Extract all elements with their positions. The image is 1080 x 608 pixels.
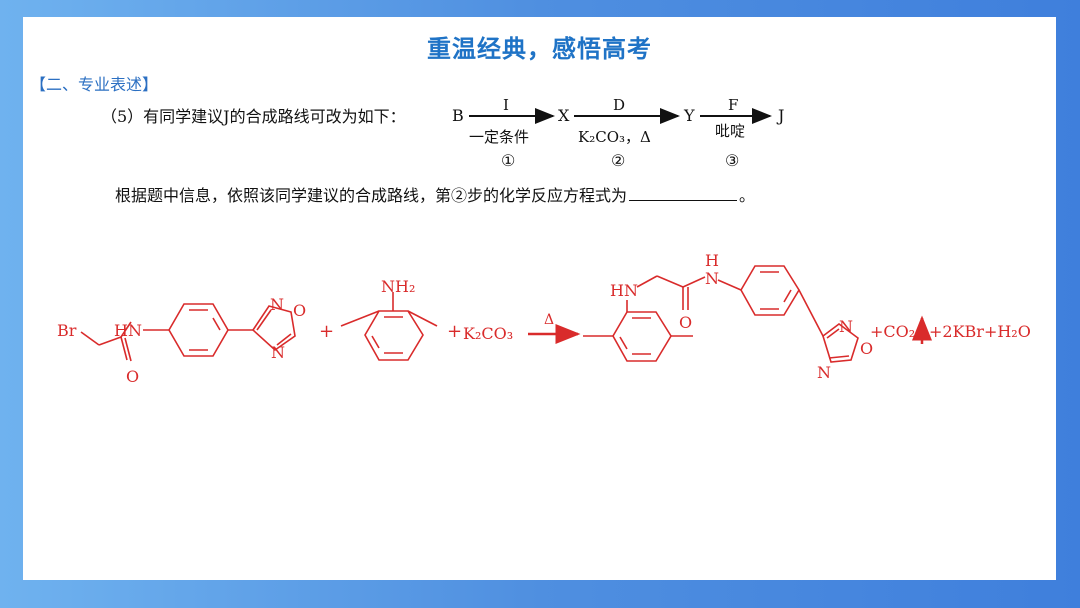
answer-blank bbox=[629, 186, 738, 201]
p-atom-n2: N bbox=[817, 363, 831, 382]
step1-number: ① bbox=[501, 151, 515, 167]
step2-condition: K₂CO₃，Δ bbox=[578, 128, 651, 146]
step1-reagent: I bbox=[503, 96, 509, 114]
p-atom-n1: N bbox=[839, 317, 853, 336]
question-end: 。 bbox=[739, 186, 756, 205]
byproduct-co2: +CO₂ bbox=[870, 322, 915, 341]
r1-atom-br: Br bbox=[57, 321, 77, 340]
route-node-x: X bbox=[558, 106, 570, 125]
plus-2: + bbox=[447, 321, 462, 342]
step3-number: ③ bbox=[725, 151, 739, 167]
section-heading: 【二、专业表述】 bbox=[30, 75, 159, 94]
slide-title: 重温经典，感悟高考 bbox=[427, 35, 652, 63]
route-node-j: J bbox=[776, 106, 784, 125]
r2-atom-nh2: NH₂ bbox=[381, 277, 415, 296]
r1-atom-n2: N bbox=[271, 343, 285, 362]
reagent-k2co3: K₂CO₃ bbox=[463, 324, 513, 343]
plus-1: + bbox=[319, 321, 334, 342]
step3-condition: 吡啶 bbox=[715, 122, 745, 140]
step1-condition: 一定条件 bbox=[469, 128, 529, 146]
synthesis-route: B I 一定条件 ① X D K₂CO₃，Δ ② Y F 吡啶 ③ J bbox=[452, 96, 784, 167]
r1-atom-o2: O bbox=[293, 301, 306, 320]
p-atom-n: N bbox=[705, 269, 719, 288]
step2-reagent: D bbox=[613, 96, 625, 114]
answer-equation: Br HN O N O N + NH₂ + K₂CO₃ Δ bbox=[57, 251, 1031, 386]
question-main: 根据题中信息，依照该同学建议的合成路线，第②步的化学反应方程式为 bbox=[115, 186, 628, 205]
p-atom-o: O bbox=[679, 313, 692, 332]
p-atom-h: H bbox=[705, 251, 719, 270]
r1-atom-hn: HN bbox=[114, 321, 142, 340]
p-atom-hn: HN bbox=[610, 281, 638, 300]
question-text: 根据题中信息，依照该同学建议的合成路线，第②步的化学反应方程式为 。 bbox=[115, 182, 755, 206]
heat-condition: Δ bbox=[544, 312, 554, 328]
question-lead: （5）有同学建议J的合成路线可改为如下： bbox=[101, 107, 406, 126]
r1-atom-o: O bbox=[126, 367, 139, 386]
step2-number: ② bbox=[611, 151, 625, 167]
route-node-y: Y bbox=[683, 106, 695, 125]
route-node-b: B bbox=[452, 106, 464, 125]
slide-card: 重温经典，感悟高考 【二、专业表述】 （5）有同学建议J的合成路线可改为如下： … bbox=[23, 17, 1056, 580]
r1-atom-n1: N bbox=[270, 295, 284, 314]
step3-reagent: F bbox=[728, 96, 738, 114]
p-atom-o2: O bbox=[860, 339, 873, 358]
byproduct-rest: +2KBr+H₂O bbox=[929, 322, 1031, 341]
